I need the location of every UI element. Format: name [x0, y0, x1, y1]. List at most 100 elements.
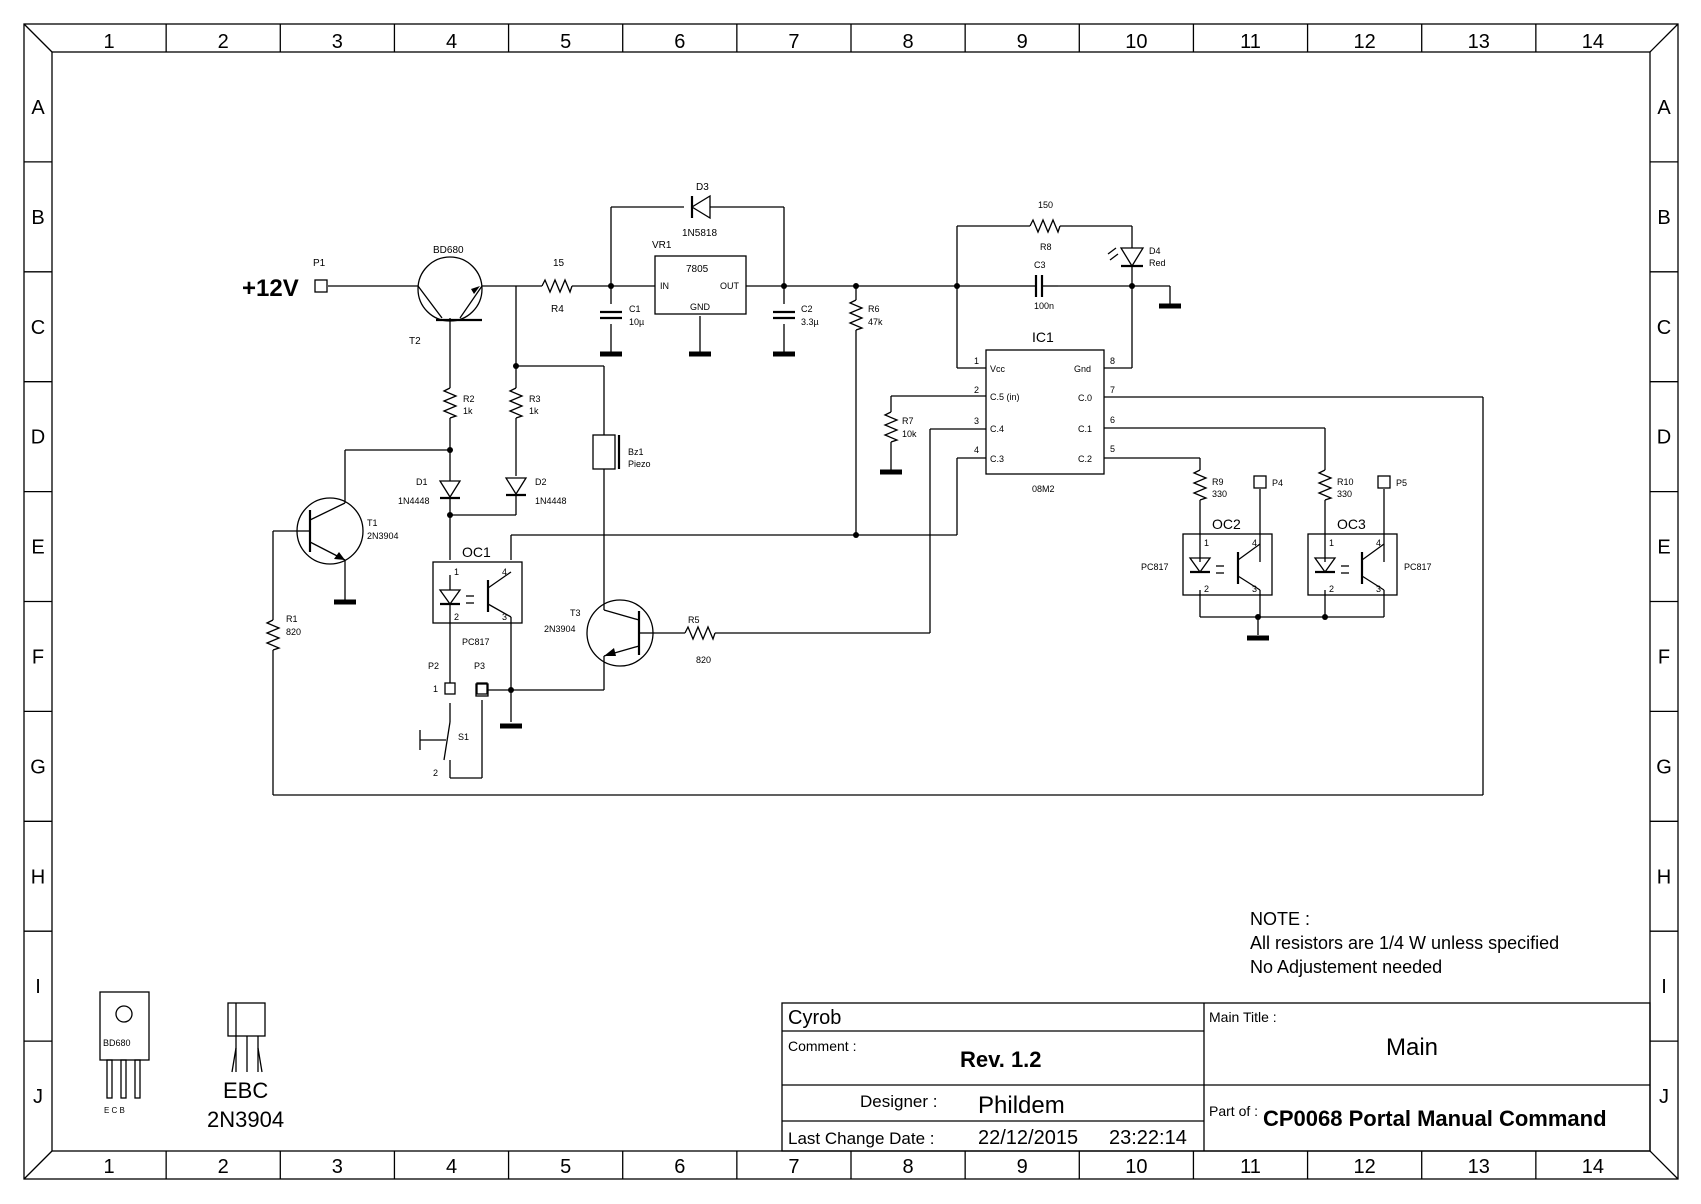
note-block: NOTE : All resistors are 1/4 W unless sp…: [1250, 909, 1559, 977]
diode-d3: D3 1N5818: [682, 182, 717, 239]
transistor-t1: T1 2N3904: [296, 497, 399, 565]
transistor-t2: BD680 T2: [409, 245, 483, 347]
resistor-r1: R1 820: [265, 614, 301, 651]
ic1-pin-num-5: 5: [1110, 444, 1115, 454]
oc2-pin-3: 3: [1252, 584, 1257, 594]
connectors-p2-p3: P2 P3: [428, 661, 489, 697]
row-label: I: [1661, 976, 1667, 998]
r8-value: 150: [1038, 200, 1053, 210]
d4-ref: D4: [1149, 246, 1161, 256]
ic1-pin-c0: C.0: [1078, 393, 1092, 403]
r3-value: 1k: [529, 406, 539, 416]
bd680-pins: E C B: [104, 1106, 125, 1115]
column-label: 6: [674, 31, 685, 53]
row-label: F: [32, 646, 44, 668]
t3-value: 2N3904: [544, 624, 576, 634]
r5-ref: R5: [688, 615, 700, 625]
ic1-pin-c5: C.5 (in): [990, 392, 1020, 402]
c1-value: 10µ: [629, 317, 644, 327]
column-label: 9: [1017, 31, 1028, 53]
column-label: 8: [903, 31, 914, 53]
transistor-t3: T3 2N3904: [544, 599, 655, 667]
row-label: A: [31, 97, 45, 119]
d1-value: 1N4448: [398, 496, 430, 506]
row-label: B: [31, 207, 44, 229]
row-label: F: [1658, 646, 1670, 668]
c1-ref: C1: [629, 304, 641, 314]
c3-value: 100n: [1034, 301, 1054, 311]
ic1-pin-num-6: 6: [1110, 415, 1115, 425]
p3-ref: P3: [474, 661, 485, 671]
optocoupler-oc2: OC2 PC817 1 2 3 4: [1141, 516, 1273, 596]
oc1-pin-4: 4: [502, 567, 507, 577]
row-label: J: [1659, 1086, 1669, 1108]
oc1-pin-2: 2: [454, 612, 459, 622]
ic1-pin-num-7: 7: [1110, 385, 1115, 395]
d3-value: 1N5818: [682, 228, 717, 239]
vr1-value: 7805: [686, 264, 709, 275]
r10-ref: R10: [1337, 477, 1354, 487]
r5-value: 820: [696, 655, 711, 665]
capacitor-c1: C1 10µ: [600, 304, 644, 327]
ic1-pin-num-2: 2: [974, 385, 979, 395]
ic1-pin-c2: C.2: [1078, 454, 1092, 464]
note-title: NOTE :: [1250, 909, 1310, 929]
ic1-value: 08M2: [1032, 484, 1055, 494]
resistor-r9: R9 330: [1192, 469, 1227, 501]
oc3-pin-1: 1: [1329, 538, 1334, 548]
led-d4: D4 Red: [1107, 246, 1166, 268]
d3-ref: D3: [696, 182, 709, 193]
column-label: 10: [1125, 31, 1147, 53]
bd680-name: BD680: [103, 1038, 131, 1048]
optocoupler-oc3: OC3 PC817 1 2 3 4: [1307, 516, 1432, 596]
r4-value: 15: [553, 258, 565, 269]
r2-value: 1k: [463, 406, 473, 416]
p1-connector: [314, 279, 328, 293]
resistor-r2: R2 1k: [442, 387, 475, 419]
r6-ref: R6: [868, 304, 880, 314]
c2-value: 3.3µ: [801, 317, 819, 327]
r1-value: 820: [286, 627, 301, 637]
oc2-pin-4: 4: [1252, 538, 1257, 548]
to92-pins: EBC: [223, 1078, 268, 1103]
vr1-ref: VR1: [652, 240, 672, 251]
d4-value: Red: [1149, 258, 1166, 268]
column-ticks: [165, 24, 1537, 1179]
capacitor-c2: C2 3.3µ: [773, 304, 819, 327]
column-label: 14: [1582, 31, 1604, 53]
t2-ref: T2: [409, 336, 421, 347]
column-label: 9: [1017, 1156, 1028, 1178]
p5-ref: P5: [1396, 478, 1407, 488]
oc2-pin-2: 2: [1204, 584, 1209, 594]
bz1-ref: Bz1: [628, 447, 644, 457]
date-value: 22/12/2015: [978, 1127, 1078, 1149]
c3-ref: C3: [1034, 260, 1046, 270]
row-label: B: [1657, 207, 1670, 229]
t1-value: 2N3904: [367, 531, 399, 541]
r7-ref: R7: [902, 416, 914, 426]
resistor-r5: R5 820: [684, 615, 716, 665]
column-label: 14: [1582, 1156, 1604, 1178]
ic1-pin-c1: C.1: [1078, 424, 1092, 434]
resistor-r10: R10 330: [1317, 469, 1354, 501]
s1-pin-2: 2: [433, 768, 438, 778]
column-label: 10: [1125, 1156, 1147, 1178]
r3-ref: R3: [529, 394, 541, 404]
r2-ref: R2: [463, 394, 475, 404]
column-label: 13: [1468, 1156, 1490, 1178]
d1-ref: D1: [416, 477, 428, 487]
oc3-value: PC817: [1404, 562, 1432, 572]
row-ticks: [24, 161, 1678, 1042]
sheet-frame: [23, 23, 1679, 1180]
r9-value: 330: [1212, 489, 1227, 499]
oc3-pin-2: 2: [1329, 584, 1334, 594]
comment-label: Comment :: [788, 1038, 856, 1054]
p4-ref: P4: [1272, 478, 1283, 488]
column-label: 11: [1240, 31, 1261, 53]
column-label: 13: [1468, 31, 1490, 53]
oc1-pin-1: 1: [454, 567, 459, 577]
part-of-value: CP0068 Portal Manual Command: [1263, 1106, 1607, 1131]
